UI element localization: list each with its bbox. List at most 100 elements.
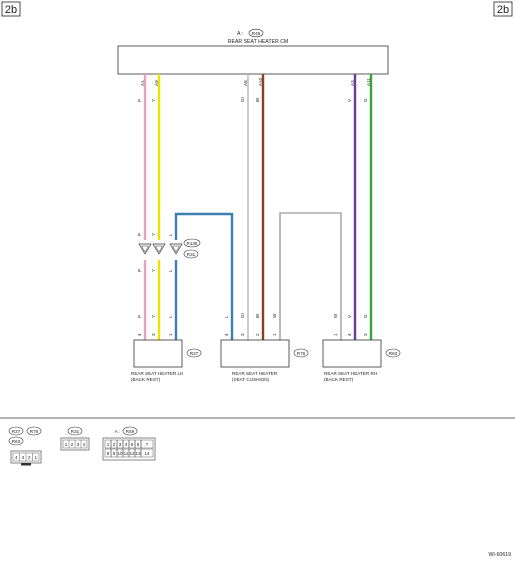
- end-codes: P Y L L Gr Br W W V G: [137, 312, 368, 318]
- svg-text:3: 3: [240, 333, 245, 336]
- svg-text:5: 5: [131, 442, 134, 447]
- svg-text:W: W: [272, 313, 277, 318]
- svg-text:A8: A8: [243, 80, 248, 86]
- svg-text:R136: R136: [187, 241, 198, 246]
- svg-text:2b: 2b: [497, 4, 509, 16]
- svg-text:R49: R49: [126, 429, 135, 434]
- svg-text:A11: A11: [366, 78, 371, 86]
- connector-triangle-pink: [138, 243, 152, 255]
- svg-text:6: 6: [137, 442, 140, 447]
- svg-text:2: 2: [113, 442, 116, 447]
- corner-tag-left: 2b: [1, 1, 21, 17]
- figure-id: WI-60619: [489, 552, 512, 558]
- connector-cell: [140, 448, 154, 458]
- cm-box: [117, 45, 389, 75]
- svg-text:P: P: [137, 233, 142, 236]
- svg-text:REAR SEAT HEATER: REAR SEAT HEATER: [232, 371, 278, 376]
- svg-text:R27: R27: [12, 429, 21, 434]
- legend-connector-r49: A : R49 1 2 3 4 5 6 7 8 9 10 11 12 13 14: [102, 426, 156, 461]
- seat-pin-numbers: 4 3 1 4 3 2 1 1 4 3: [137, 333, 368, 336]
- svg-text:Y: Y: [151, 269, 156, 272]
- svg-text:A :: A :: [237, 31, 243, 37]
- svg-text:R31: R31: [71, 429, 80, 434]
- svg-text:(BACK REST): (BACK REST): [324, 377, 354, 382]
- svg-text:REAR SEAT HEATER RH: REAR SEAT HEATER RH: [324, 371, 377, 376]
- wire-white: [279, 212, 342, 340]
- svg-text:Y: Y: [151, 315, 156, 318]
- svg-text:11: 11: [124, 451, 129, 456]
- svg-text:2b: 2b: [5, 4, 17, 16]
- connector-cell: [140, 439, 154, 449]
- svg-text:4: 4: [347, 333, 352, 336]
- svg-text:G: G: [363, 98, 368, 102]
- svg-text:REAR SEAT HEATER CM: REAR SEAT HEATER CM: [228, 39, 289, 45]
- svg-text:2: 2: [71, 442, 74, 447]
- svg-text:4: 4: [15, 455, 18, 460]
- svg-text:1: 1: [65, 442, 68, 447]
- svg-text:13: 13: [135, 451, 141, 456]
- svg-text:(SEAT CUSHION): (SEAT CUSHION): [232, 377, 270, 382]
- svg-text:A9: A9: [154, 80, 159, 86]
- connector-ref-r136: R136: [183, 238, 201, 248]
- svg-text:1: 1: [107, 442, 110, 447]
- svg-text:Br: Br: [255, 97, 260, 102]
- legend-connector-r31: R31 1 2 3 4: [60, 426, 90, 451]
- cm-pin-labels: A1 A9 A8 A10 A3 A11: [140, 77, 371, 86]
- svg-text:R63: R63: [389, 351, 398, 356]
- svg-text:(BACK REST): (BACK REST): [131, 377, 161, 382]
- svg-text:1: 1: [272, 333, 277, 336]
- svg-text:2: 2: [255, 333, 260, 336]
- svg-text:R49: R49: [252, 31, 261, 36]
- svg-text:3: 3: [21, 455, 24, 460]
- svg-text:R76: R76: [30, 429, 39, 434]
- component-rh: R63 REAR SEAT HEATER RH (BACK REST): [322, 339, 401, 382]
- component-lh: R27 REAR SEAT HEATER LH (BACK REST): [131, 339, 202, 382]
- svg-text:R27: R27: [190, 351, 199, 356]
- mid-upper-codes: P Y L: [137, 233, 173, 236]
- svg-text:3: 3: [119, 442, 122, 447]
- svg-text:V: V: [347, 98, 352, 102]
- svg-text:3: 3: [151, 333, 156, 336]
- svg-text:P: P: [137, 99, 142, 102]
- cm-color-codes: P Y Gr Br V G: [137, 96, 368, 102]
- svg-text:4: 4: [83, 442, 86, 447]
- svg-text:3: 3: [77, 442, 80, 447]
- inline-connector-group: [138, 243, 183, 255]
- svg-text:L: L: [168, 233, 173, 236]
- svg-text:Br: Br: [255, 313, 260, 318]
- corner-tag-right: 2b: [493, 1, 513, 17]
- svg-text:8: 8: [107, 451, 110, 456]
- wire-blue: [174, 212, 234, 340]
- svg-text:4: 4: [137, 333, 142, 336]
- svg-text:P: P: [137, 315, 142, 318]
- cm-ref-oval: [248, 28, 264, 38]
- svg-text:R63: R63: [12, 439, 21, 444]
- connector-triangle-blue: [169, 243, 183, 255]
- svg-text:Y: Y: [151, 233, 156, 236]
- svg-text:Gr: Gr: [240, 312, 245, 318]
- legend-connector-4pin: R27 R76 R63 4 3 2 1: [8, 426, 42, 466]
- svg-text:9: 9: [113, 451, 116, 456]
- svg-text:A10: A10: [258, 77, 263, 86]
- mid-lower-codes: P Y L: [137, 269, 173, 272]
- svg-text:1: 1: [168, 333, 173, 336]
- component-cushion: R76 REAR SEAT HEATER (SEAT CUSHION): [220, 339, 309, 382]
- svg-text:A :: A :: [115, 429, 120, 434]
- svg-text:REAR SEAT HEATER LH: REAR SEAT HEATER LH: [131, 371, 183, 376]
- svg-text:10: 10: [117, 451, 123, 456]
- svg-text:12: 12: [129, 451, 135, 456]
- connector-triangle-yellow: [152, 243, 166, 255]
- svg-text:4: 4: [224, 333, 229, 336]
- svg-text:1: 1: [333, 333, 338, 336]
- svg-text:R76: R76: [297, 351, 306, 356]
- svg-text:V: V: [347, 314, 352, 318]
- svg-text:14: 14: [144, 451, 150, 456]
- svg-text:1: 1: [34, 455, 37, 460]
- svg-text:L: L: [168, 269, 173, 272]
- svg-text:G: G: [363, 314, 368, 318]
- svg-text:7: 7: [146, 442, 149, 447]
- svg-text:3: 3: [363, 333, 368, 336]
- svg-text:P: P: [137, 269, 142, 272]
- svg-text:L: L: [168, 315, 173, 318]
